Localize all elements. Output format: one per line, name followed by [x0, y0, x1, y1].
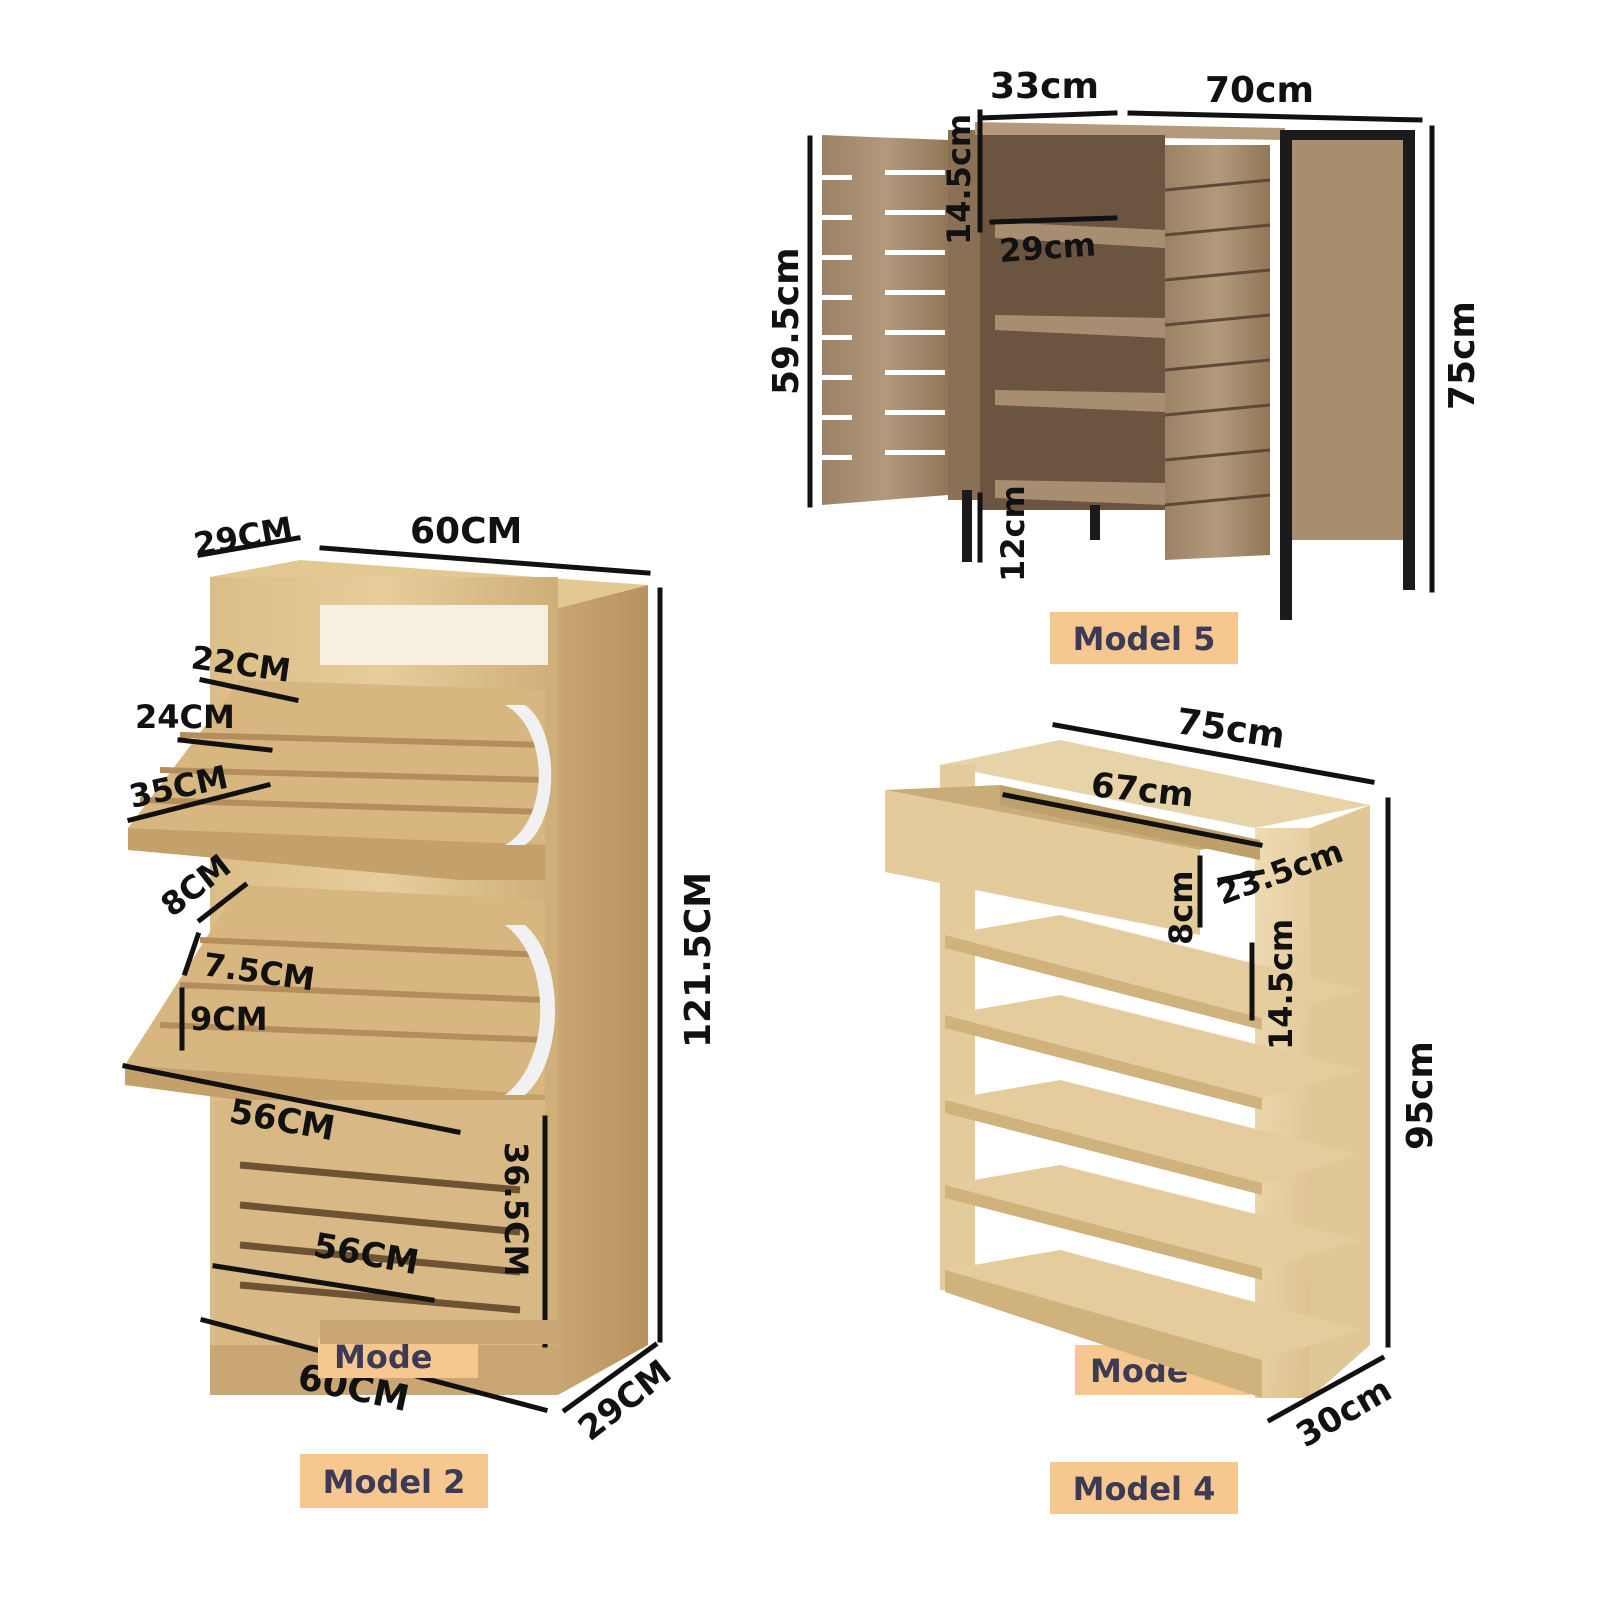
model2-badge: Model 2	[300, 1454, 488, 1508]
model5-shelf-gap-label: 14.5cm	[940, 114, 978, 245]
model4-shelf-illustration	[885, 740, 1370, 1398]
model5-badge-text: Model 5	[1073, 620, 1216, 658]
model4-dimension-lines	[1002, 722, 1391, 1424]
model5-width-label: 70cm	[1205, 70, 1314, 111]
model2-compartment-c-label: 9CM	[190, 1000, 268, 1038]
model5-door-height-label: 59.5cm	[766, 247, 807, 395]
model5-depth-label: 33cm	[990, 66, 1099, 107]
model5-height-label: 75cm	[1442, 301, 1483, 410]
model2-hidden-badge: Mode	[318, 1320, 560, 1378]
model4-drawer-height-label: 8cm	[1162, 870, 1200, 945]
model5-dimension-labels: 33cm 70cm 14.5cm 29cm 59.5cm 75cm 12cm	[766, 66, 1483, 582]
model2-bottom-height-label: 36.5CM	[497, 1142, 535, 1276]
model5-cabinet-illustration	[822, 122, 1415, 620]
model2-top-width-label: 60CM	[410, 511, 522, 552]
model2-hidden-badge-text: Mode	[334, 1338, 432, 1376]
model5-shelf-depth-label: 29cm	[998, 225, 1097, 270]
model2-height-label: 121.5CM	[678, 872, 719, 1048]
model5-leg-height-label: 12cm	[994, 485, 1032, 582]
model5-badge: Model 5	[1050, 612, 1238, 664]
model4-height-label: 95cm	[1400, 1041, 1441, 1150]
model2-badge-text: Model 2	[323, 1463, 466, 1501]
model2-top-depth-label: 29CM	[191, 509, 296, 564]
model5-dimension-lines	[807, 109, 1435, 593]
model2-flap2-depth-label: 24CM	[135, 698, 235, 736]
model4-badge: Model 4	[1050, 1462, 1238, 1514]
model4-badge-text: Model 4	[1073, 1470, 1216, 1508]
model4-shelf-gap-label: 14.5cm	[1262, 919, 1300, 1050]
model2-dimension-lines	[122, 535, 663, 1414]
